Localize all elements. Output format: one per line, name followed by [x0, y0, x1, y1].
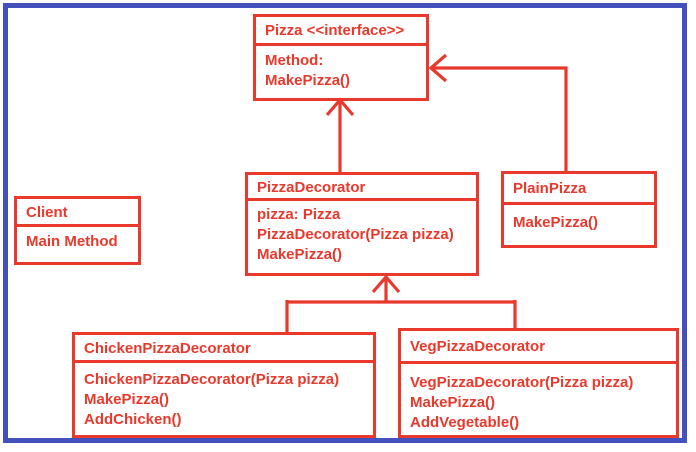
class-member: pizza: Pizza — [257, 206, 341, 223]
class-title-chicken-pizza-decorator: ChickenPizzaDecorator — [75, 335, 373, 363]
arrow-pizzadecorator-to-pizza — [325, 97, 355, 172]
class-members-veg-pizza-decorator: VegPizzaDecorator(Pizza pizza) MakePizza… — [401, 364, 676, 433]
class-box-pizza-decorator: PizzaDecorator pizza: Pizza PizzaDecorat… — [245, 172, 479, 276]
arrow-decorators-to-pizzadecorator — [285, 274, 517, 334]
class-members-pizza-interface: Method: MakePizza() — [256, 46, 426, 91]
class-member: MakePizza() — [410, 394, 496, 411]
class-members-pizza-decorator: pizza: Pizza PizzaDecorator(Pizza pizza)… — [248, 201, 476, 265]
class-member: MakePizza() — [265, 72, 351, 89]
class-title-pizza-decorator: PizzaDecorator — [248, 175, 476, 201]
class-box-plain-pizza: PlainPizza MakePizza() — [501, 171, 657, 248]
class-title-pizza-interface: Pizza <<interface>> — [256, 17, 426, 46]
class-box-pizza-interface: Pizza <<interface>> Method: MakePizza() — [253, 14, 429, 101]
class-members-chicken-pizza-decorator: ChickenPizzaDecorator(Pizza pizza) MakeP… — [75, 363, 373, 430]
class-member: AddChicken() — [84, 411, 182, 428]
class-member: VegPizzaDecorator(Pizza pizza) — [410, 374, 634, 391]
class-box-veg-pizza-decorator: VegPizzaDecorator VegPizzaDecorator(Pizz… — [398, 328, 679, 438]
class-members-plain-pizza: MakePizza() — [504, 205, 654, 233]
class-member: ChickenPizzaDecorator(Pizza pizza) — [84, 371, 340, 388]
class-title-veg-pizza-decorator: VegPizzaDecorator — [401, 331, 676, 364]
class-title-plain-pizza: PlainPizza — [504, 174, 654, 205]
class-member: PizzaDecorator(Pizza pizza) — [257, 226, 454, 243]
class-member: AddVegetable() — [410, 414, 520, 431]
class-member: MakePizza() — [513, 214, 599, 231]
class-member: MakePizza() — [257, 246, 343, 263]
class-member: MakePizza() — [84, 391, 170, 408]
arrow-plainpizza-to-pizza — [428, 53, 568, 171]
class-box-client: Client Main Method — [14, 196, 141, 265]
class-member: Method: — [265, 52, 324, 69]
class-member: Main Method — [26, 233, 118, 250]
class-members-client: Main Method — [17, 227, 138, 252]
class-title-client: Client — [17, 199, 138, 227]
class-box-chicken-pizza-decorator: ChickenPizzaDecorator ChickenPizzaDecora… — [72, 332, 376, 438]
